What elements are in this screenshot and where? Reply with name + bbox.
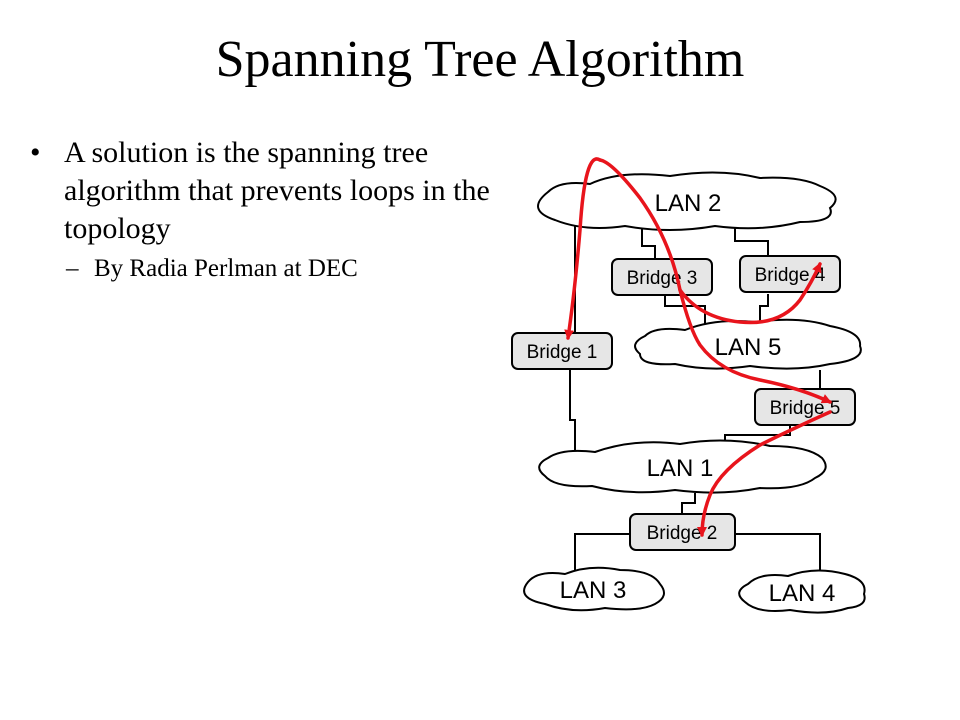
lan-label: LAN 3 [560,577,627,604]
bullet-item: • A solution is the spanning tree algori… [30,134,490,248]
lan-2: LAN 2 [537,171,837,231]
bullet-marker: • [30,136,41,169]
cloud-shape [537,171,837,231]
bridge-box [611,258,713,296]
wire-lan1-bridge2 [681,493,696,514]
arrow-to-bridge2 [697,410,832,537]
cloud-shape [538,439,827,494]
bridge-label: Bridge 1 [527,342,598,363]
bridge-4: Bridge 4 [739,255,841,293]
bridge-label: Bridge 2 [647,523,718,544]
bridge-box [629,513,736,551]
lan-label: LAN 2 [655,190,722,217]
sub-bullet-item: – By Radia Perlman at DEC [30,252,490,286]
lan-label: LAN 5 [715,334,782,361]
lan-label: LAN 4 [769,580,836,607]
wire-lan2-bridge3 [641,226,656,259]
arrow-to-bridge1 [564,157,602,340]
wire-bridge4-lan5 [759,294,769,326]
sub-bullet-text: By Radia Perlman at DEC [94,255,358,282]
arrow-to-bridge5 [598,158,832,404]
bullet-text: A solution is the spanning tree algorith… [64,136,490,245]
wire-lan2-bridge4 [734,226,769,256]
arrow-to-bridge4 [678,262,822,325]
bridge-box [511,332,613,370]
cloud-shape [523,566,665,612]
sub-bullet-marker: – [66,255,79,282]
lan-5: LAN 5 [634,318,862,370]
lan-4: LAN 4 [738,569,866,614]
lan-3: LAN 3 [523,566,665,612]
bridge-3: Bridge 3 [611,258,713,296]
lan-1: LAN 1 [538,439,827,494]
bridge-2: Bridge 2 [629,513,736,551]
wire-bridge2-lan3 [574,533,630,570]
bullet-list: • A solution is the spanning tree algori… [30,134,490,286]
cloud-shape [738,569,866,614]
bridge-1: Bridge 1 [511,332,613,370]
wire-bridge2-lan4 [735,533,821,572]
lan-label: LAN 1 [647,455,714,482]
bridge-5: Bridge 5 [754,388,856,426]
slide-title: Spanning Tree Algorithm [215,31,745,88]
bridge-label: Bridge 3 [627,268,698,289]
wire-bridge1-lan1 [569,369,576,452]
bridge-label: Bridge 4 [755,265,826,286]
spanning-tree-arrows [564,157,832,537]
